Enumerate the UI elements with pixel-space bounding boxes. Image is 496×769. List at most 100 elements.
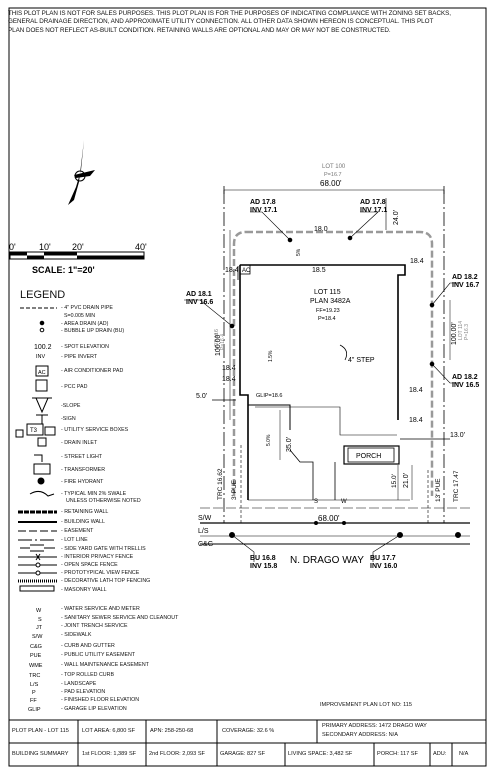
ad-top-right: AD 17.8 bbox=[360, 199, 386, 206]
spot-18-4-d: 18.4 bbox=[222, 376, 236, 383]
disclaimer: THIS PLOT PLAN IS NOT FOR SALES PURPOSES… bbox=[8, 10, 484, 35]
disclaimer-line-1: THIS PLOT PLAN IS NOT FOR SALES PURPOSES… bbox=[8, 10, 451, 17]
garage-cell: GARAGE: 827 SF bbox=[220, 751, 266, 757]
legend-item: - OPEN SPACE FENCE bbox=[61, 562, 118, 568]
drain-markers bbox=[229, 235, 461, 538]
legend-ff-symbol: FF bbox=[30, 698, 37, 704]
inv-top-left: INV 17.1 bbox=[250, 207, 277, 214]
legend-item: - PUBLIC UTILITY EASEMENT bbox=[61, 652, 136, 658]
scale-tick-0: 0' bbox=[9, 242, 16, 252]
inv-left: INV 16.6 bbox=[186, 299, 213, 306]
water-label: W bbox=[341, 499, 347, 505]
legend-jt-symbol: JT bbox=[36, 625, 43, 631]
legend-item: - JOINT TRENCH SERVICE bbox=[61, 623, 128, 629]
legend-item: - DECORATIVE LATH TOP FENCING bbox=[61, 578, 151, 584]
legend-sw-symbol: S/W bbox=[32, 634, 43, 640]
spot-18-4-f: 18.4 bbox=[409, 417, 423, 424]
legend-item: UNLESS OTHERWISE NOTED bbox=[66, 498, 141, 504]
legend-item: - AIR CONDITIONER PAD bbox=[61, 368, 124, 374]
scale-tick-10: 10' bbox=[39, 242, 51, 252]
legend-inv-symbol: INV bbox=[36, 354, 46, 360]
title-block-lines bbox=[9, 719, 486, 766]
scale-label: SCALE: 1"=20' bbox=[32, 265, 95, 275]
legend-item: - SANITARY SEWER SERVICE AND CLEANOUT bbox=[61, 615, 179, 621]
building-summary-cell: BUILDING SUMMARY bbox=[12, 751, 69, 757]
improvement-plan-lot: IMPROVEMENT PLAN LOT NO: 115 bbox=[320, 702, 413, 708]
legend-item: - WATER SERVICE AND METER bbox=[61, 606, 140, 612]
lot-114-pad: P=16.3 bbox=[464, 324, 470, 340]
legend-item: - 4" PVC DRAIN PIPE bbox=[61, 305, 113, 311]
plot-plan-cell: PLOT PLAN - LOT 115 bbox=[12, 728, 69, 734]
bu-right: BU 17.7 bbox=[370, 555, 396, 562]
step-label: 4" STEP bbox=[348, 357, 375, 364]
legend-pue-symbol: PUE bbox=[30, 653, 42, 659]
legend-item: - FINISHED FLOOR ELEVATION bbox=[61, 697, 140, 703]
legend-w-symbol: W bbox=[36, 608, 42, 614]
legend-item: - TYPICAL MIN 2% SWALE bbox=[61, 491, 127, 497]
legend-item: - CURB AND GUTTER bbox=[61, 643, 115, 649]
lot-width-top: 68.00' bbox=[320, 179, 342, 188]
legend-item: - BUBBLE UP DRAIN (BU) bbox=[61, 328, 125, 334]
sheet-border bbox=[8, 7, 487, 767]
legend-item: - AREA DRAIN (AD) bbox=[61, 321, 109, 327]
legend-item: - TOP ROLLED CURB bbox=[61, 672, 114, 678]
scale-tick-20: 20' bbox=[72, 242, 84, 252]
lot-label: LOT 115 bbox=[314, 289, 341, 296]
legend-s-symbol: S bbox=[38, 617, 42, 623]
setback-left: 5.0' bbox=[196, 393, 207, 400]
plan-labels: LOT 100 P=16.7 68.00' AD 17.8 INV 17.1 A… bbox=[186, 164, 479, 570]
legend-item: - INTERIOR PRIVACY FENCE bbox=[61, 554, 134, 560]
legend-item: - GARAGE LIP ELEVATION bbox=[61, 706, 127, 712]
spot-18-5: 18.5 bbox=[312, 267, 326, 274]
scale-bar: 0' 10' 20' 40' SCALE: 1"=20' bbox=[9, 242, 147, 275]
legend-ls-symbol: L/S bbox=[30, 682, 39, 688]
legend-symbols bbox=[15, 307, 57, 592]
disclaimer-line-2: GENERAL DRAINAGE DIRECTION, AND APPROXIM… bbox=[8, 18, 434, 26]
depth-right: 100.00' bbox=[451, 322, 458, 345]
spot-18-4-c: 18.4 bbox=[222, 365, 236, 372]
pad-label: P=18.4 bbox=[318, 316, 336, 322]
legend-t3-symbol: T3 bbox=[30, 428, 38, 434]
lot-geometry bbox=[184, 186, 470, 562]
legend-item: - WALL MAINTENANCE EASEMENT bbox=[61, 662, 149, 668]
pue-right: 13' PUE bbox=[435, 478, 442, 502]
spot-18-4-a: 18.4 bbox=[225, 267, 239, 274]
adu-cell: ADU: bbox=[433, 751, 447, 757]
bu-left: BU 16.8 bbox=[250, 555, 276, 562]
adu-value-cell: N/A bbox=[459, 751, 469, 757]
secondary-address-cell: SECONDARY ADDRESS: N/A bbox=[322, 732, 398, 738]
inv-right-top: INV 16.7 bbox=[452, 282, 479, 289]
primary-address-cell: PRIMARY ADDRESS: 1472 DRAGO WAY bbox=[322, 723, 427, 729]
porch-cell: PORCH: 117 SF bbox=[377, 751, 418, 757]
sidewalk-label: S/W bbox=[198, 515, 212, 522]
legend-spot-symbol: 100.2 bbox=[34, 344, 52, 351]
legend-item: -SIGN bbox=[61, 416, 76, 422]
legend-item: - PCC PAD bbox=[61, 384, 88, 390]
north-arrow-icon bbox=[68, 140, 95, 205]
inv-right-bottom: INV 16.5 bbox=[452, 382, 479, 389]
slope-5-0-pct: 5.0% bbox=[266, 434, 272, 446]
legend-trc-symbol: TRC bbox=[29, 673, 40, 679]
curb-gutter-label: C&G bbox=[198, 541, 213, 548]
pue-left: 3' PUE bbox=[231, 479, 238, 500]
legend-title: LEGEND bbox=[20, 289, 66, 301]
trc-left: TRC 16.62 bbox=[217, 468, 224, 500]
legend-p-symbol: P bbox=[32, 690, 36, 696]
ad-right-top: AD 18.2 bbox=[452, 274, 478, 281]
dim-35-0: 35.0' bbox=[286, 437, 293, 452]
legend-item: - PROTOTYPICAL VIEW FENCE bbox=[61, 570, 140, 576]
legend-item: - TRANSFORMER bbox=[61, 467, 106, 473]
coverage-cell: COVERAGE: 32.6 % bbox=[222, 728, 275, 734]
lot-114-label: LOT 114 bbox=[458, 321, 464, 340]
slope-1-5-pct: 1.5% bbox=[268, 350, 274, 362]
legend-item: S=0.005 MIN bbox=[64, 313, 96, 319]
depth-left: 100.00' bbox=[215, 333, 222, 356]
living-space-cell: LIVING SPACE: 3,482 SF bbox=[288, 751, 353, 757]
inv-top-right: INV 17.1 bbox=[360, 207, 387, 214]
legend-item: - STREET LIGHT bbox=[61, 454, 103, 460]
lot-100-label: LOT 100 bbox=[322, 164, 346, 170]
apn-cell: APN: 258-250-68 bbox=[150, 728, 194, 734]
legend-item: - SIDEWALK bbox=[61, 632, 92, 638]
